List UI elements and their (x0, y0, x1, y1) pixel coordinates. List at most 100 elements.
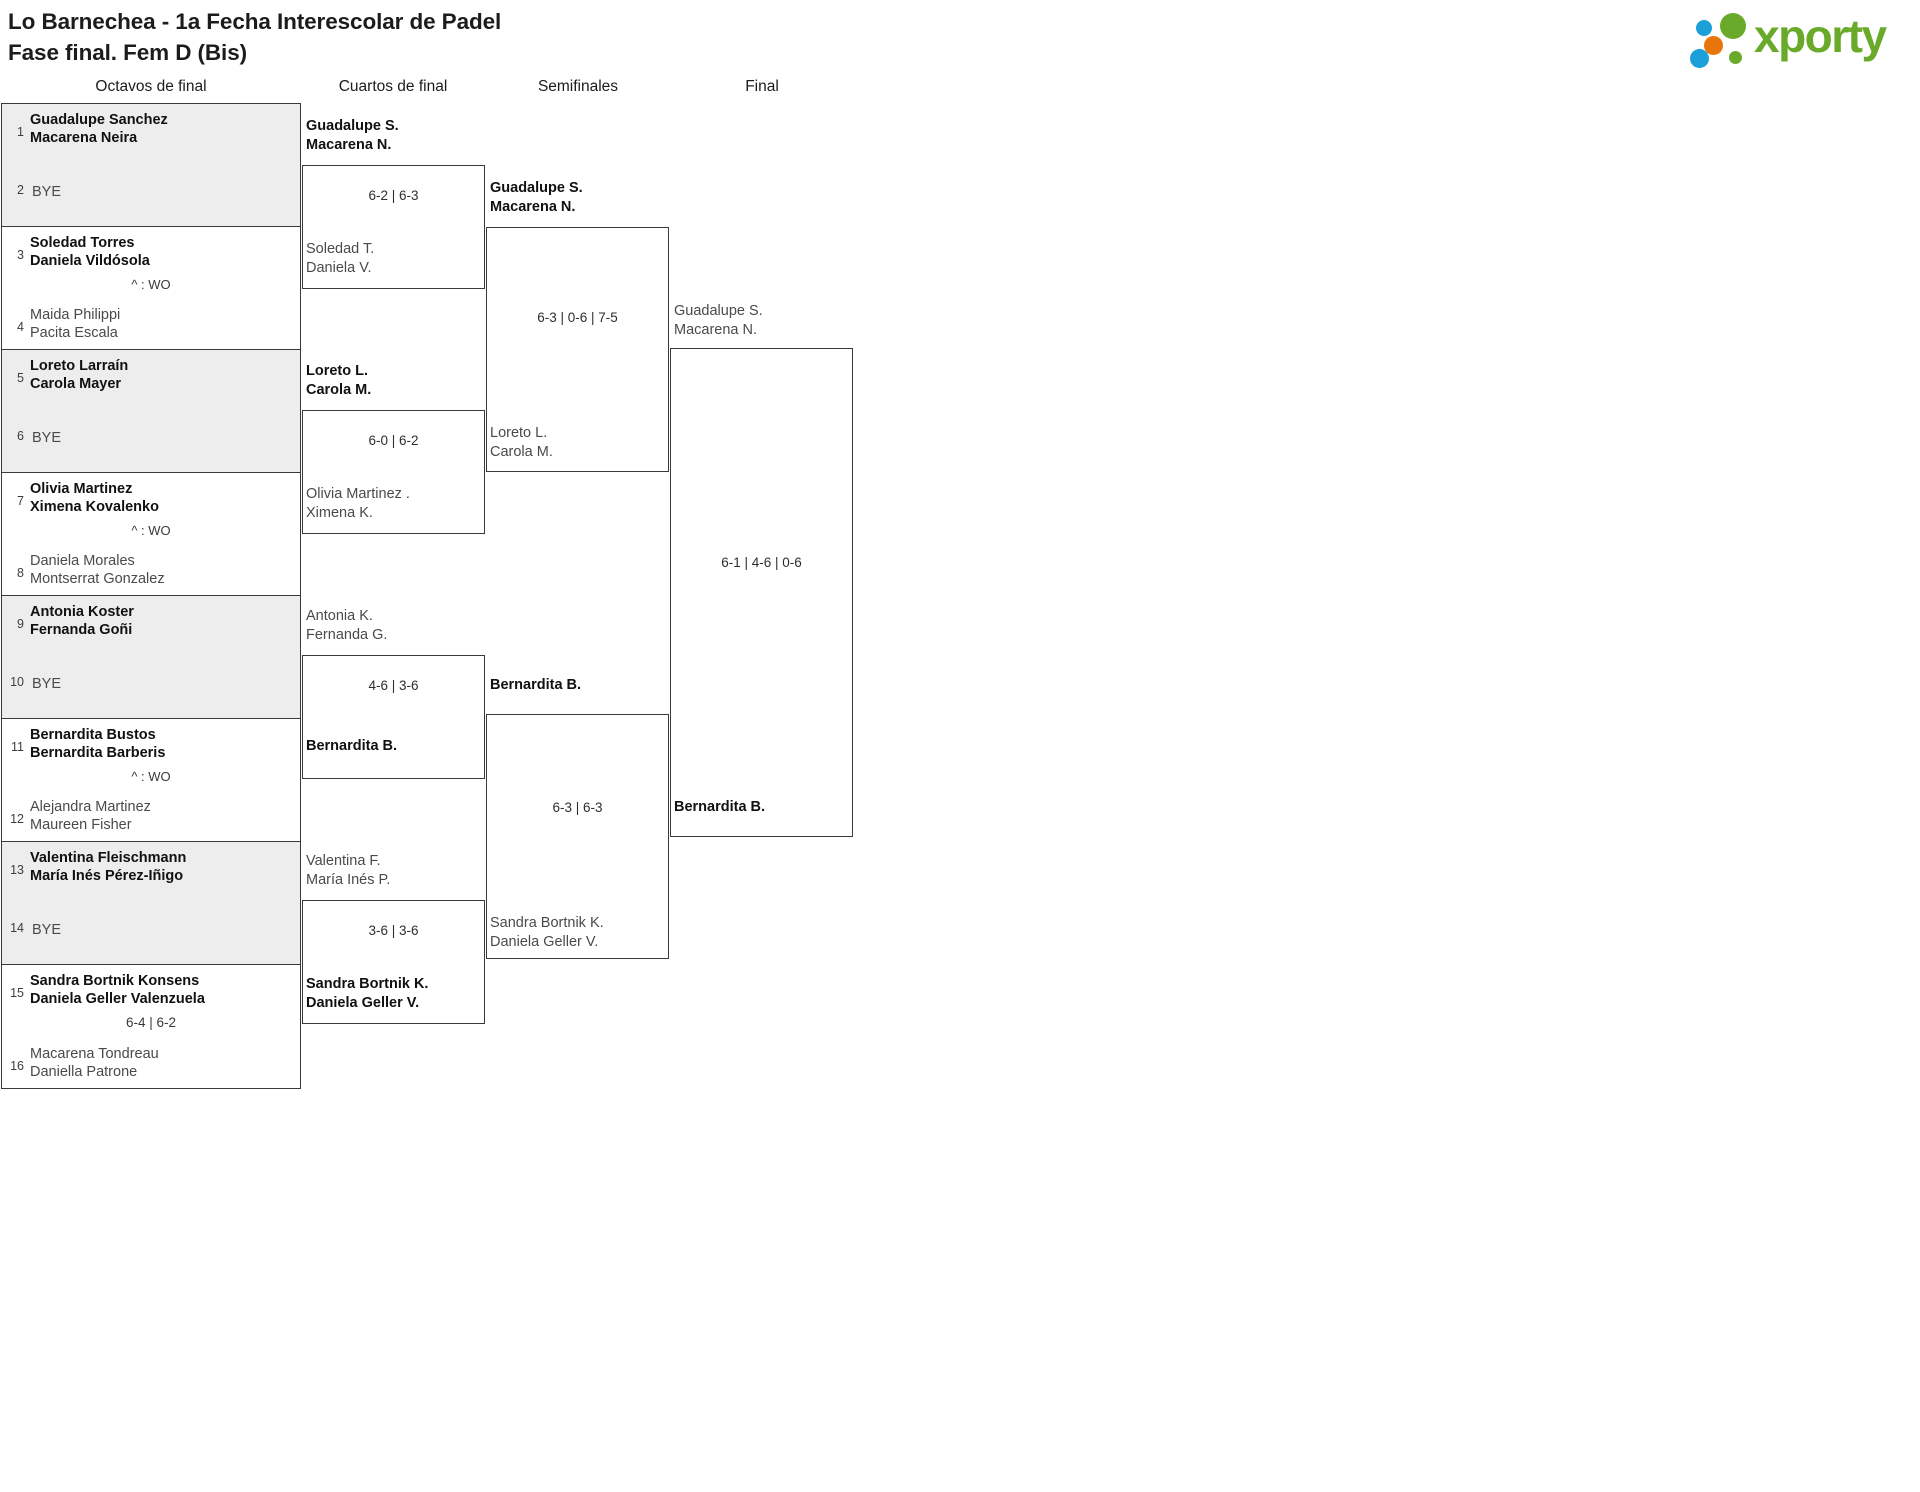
player-name-1: Guadalupe S. (490, 180, 583, 196)
r1-slot-top[interactable]: 13 Valentina Fleischmann María Inés Pére… (2, 849, 300, 887)
seed-number: 11 (11, 740, 24, 754)
r2-connector-box (302, 655, 485, 779)
r1-score: 6-4 | 6-2 (125, 1015, 177, 1030)
r3-score: 6-3 | 0-6 | 7-5 (537, 310, 618, 325)
player-name-2: Montserrat Gonzalez (30, 571, 165, 587)
round-header-final: Final (745, 78, 779, 95)
r2-slot-top[interactable]: Guadalupe S. Macarena N. (306, 117, 399, 155)
r1-slot-top[interactable]: 3 Soledad Torres Daniela Vildósola (2, 234, 300, 272)
seed-number: 15 (10, 986, 24, 1000)
seed-number: 7 (17, 494, 24, 508)
r1-slot-top[interactable]: 15 Sandra Bortnik Konsens Daniela Geller… (2, 972, 300, 1010)
player-name-1: Daniela Morales (30, 553, 135, 569)
r2-score: 6-0 | 6-2 (368, 433, 419, 448)
bye-label: BYE (32, 430, 62, 446)
seed-number: 12 (10, 812, 24, 826)
r2-slot-top[interactable]: Valentina F. María Inés P. (306, 852, 390, 890)
r1-slot-top[interactable]: 5 Loreto Larraín Carola Mayer (2, 357, 300, 395)
r1-match[interactable]: 15 Sandra Bortnik Konsens Daniela Geller… (2, 965, 300, 1088)
r4-slot-bottom[interactable]: Bernardita B. (674, 798, 765, 817)
r3-slot-bottom[interactable]: Sandra Bortnik K. Daniela Geller V. (490, 914, 604, 952)
seed-number: 1 (17, 125, 24, 139)
player-name-2: Carola M. (490, 444, 553, 460)
r1-match[interactable]: 11 Bernardita Bustos Bernardita Barberis… (2, 719, 300, 842)
player-name-2: Daniela Geller V. (306, 995, 420, 1011)
team-names: Olivia Martinez Ximena Kovalenko (24, 480, 159, 516)
r1-match[interactable]: 3 Soledad Torres Daniela Vildósola ^ : W… (2, 227, 300, 350)
r1-match[interactable]: 13 Valentina Fleischmann María Inés Pére… (2, 842, 300, 965)
player-name-2: Daniella Patrone (30, 1064, 138, 1080)
team-names: Loreto Larraín Carola Mayer (24, 357, 128, 393)
r2-slot-top[interactable]: Antonia K. Fernanda G. (306, 607, 387, 645)
bye-label: BYE (32, 676, 62, 692)
bye-label: BYE (32, 922, 62, 938)
logo-dot-orange-icon (1704, 36, 1723, 55)
team-names: Alejandra Martinez Maureen Fisher (24, 798, 151, 834)
r4-slot-top[interactable]: Guadalupe S. Macarena N. (674, 302, 763, 340)
player-name-1: Olivia Martinez . (306, 486, 410, 502)
team-names: Sandra Bortnik Konsens Daniela Geller Va… (24, 972, 205, 1008)
team-names: Maida Philippi Pacita Escala (24, 306, 120, 342)
player-name-1: Sandra Bortnik K. (490, 915, 604, 931)
team-names: Valentina Fleischmann María Inés Pérez-I… (24, 849, 186, 885)
team-names: Guadalupe Sanchez Macarena Neira (24, 111, 168, 147)
r1-slot-bottom[interactable]: 10 BYE (2, 675, 300, 713)
r2-slot-bottom[interactable]: Sandra Bortnik K. Daniela Geller V. (306, 975, 428, 1013)
r2-connector-box (302, 165, 485, 289)
player-name-2: Carola M. (306, 382, 372, 398)
r1-slot-top[interactable]: 11 Bernardita Bustos Bernardita Barberis (2, 726, 300, 764)
r3-slot-bottom[interactable]: Loreto L. Carola M. (490, 424, 553, 462)
player-name-2: Carola Mayer (30, 376, 122, 392)
r3-slot-top[interactable]: Guadalupe S. Macarena N. (490, 179, 583, 217)
r2-slot-bottom[interactable]: Olivia Martinez . Ximena K. (306, 485, 410, 523)
r2-slot-top[interactable]: Loreto L. Carola M. (306, 362, 371, 400)
r3-connector-box (486, 227, 669, 472)
seed-number: 4 (17, 320, 24, 334)
round1-column: 1 Guadalupe Sanchez Macarena Neira 2 BYE… (1, 103, 301, 1089)
r1-match[interactable]: 7 Olivia Martinez Ximena Kovalenko ^ : W… (2, 473, 300, 596)
r1-match[interactable]: 5 Loreto Larraín Carola Mayer 6 BYE (2, 350, 300, 473)
player-name-1: Guadalupe S. (306, 118, 399, 134)
player-name-2: María Inés Pérez-Iñigo (30, 868, 184, 884)
r3-connector-box (486, 714, 669, 959)
r2-slot-bottom[interactable]: Soledad T. Daniela V. (306, 240, 374, 278)
round-header-cuartos: Cuartos de final (338, 78, 448, 95)
team-names: Macarena Tondreau Daniella Patrone (24, 1045, 159, 1081)
r1-slot-top[interactable]: 7 Olivia Martinez Ximena Kovalenko (2, 480, 300, 518)
player-name-1: Guadalupe S. (674, 303, 763, 319)
player-name-2: Daniela Vildósola (30, 253, 150, 269)
r1-slot-bottom[interactable]: 16 Macarena Tondreau Daniella Patrone (2, 1045, 300, 1083)
player-name-1: Loreto L. (306, 363, 369, 379)
r1-score: ^ : WO (131, 277, 171, 292)
r1-slot-bottom[interactable]: 14 BYE (2, 921, 300, 959)
player-name-2: Maureen Fisher (30, 817, 132, 833)
player-name-1: Macarena Tondreau (30, 1046, 159, 1062)
r1-slot-bottom[interactable]: 12 Alejandra Martinez Maureen Fisher (2, 798, 300, 836)
tournament-phase: Fase final. Fem D (Bis) (8, 40, 248, 65)
r3-slot-top[interactable]: Bernardita B. (490, 676, 581, 695)
player-name-1: Olivia Martinez (30, 481, 133, 497)
r2-score: 6-2 | 6-3 (368, 188, 419, 203)
r1-slot-bottom[interactable]: 2 BYE (2, 183, 300, 221)
r1-match[interactable]: 1 Guadalupe Sanchez Macarena Neira 2 BYE (2, 104, 300, 227)
r1-slot-bottom[interactable]: 4 Maida Philippi Pacita Escala (2, 306, 300, 344)
champion-name: Bernardita B. (674, 799, 766, 815)
logo-dot-green-large-icon (1720, 13, 1746, 39)
player-name-1: Guadalupe Sanchez (30, 112, 168, 128)
r2-connector-box (302, 410, 485, 534)
player-name-2: Macarena N. (490, 199, 576, 215)
seed-number: 3 (17, 248, 24, 262)
r1-slot-bottom[interactable]: 6 BYE (2, 429, 300, 467)
r2-slot-bottom[interactable]: Bernardita B. (306, 737, 397, 756)
r1-match[interactable]: 9 Antonia Koster Fernanda Goñi 10 BYE (2, 596, 300, 719)
round-header-semis: Semifinales (537, 78, 619, 95)
r1-slot-top[interactable]: 1 Guadalupe Sanchez Macarena Neira (2, 111, 300, 149)
player-name-1: Bernardita Bustos (30, 727, 156, 743)
player-name-2: María Inés P. (306, 872, 391, 888)
r1-slot-bottom[interactable]: 8 Daniela Morales Montserrat Gonzalez (2, 552, 300, 590)
page-title: Lo Barnechea - 1a Fecha Interescolar de … (8, 6, 501, 68)
player-name-1: Bernardita B. (490, 677, 582, 693)
player-name-1: Loreto L. (490, 425, 548, 441)
player-name-2: Macarena Neira (30, 130, 138, 146)
r1-slot-top[interactable]: 9 Antonia Koster Fernanda Goñi (2, 603, 300, 641)
